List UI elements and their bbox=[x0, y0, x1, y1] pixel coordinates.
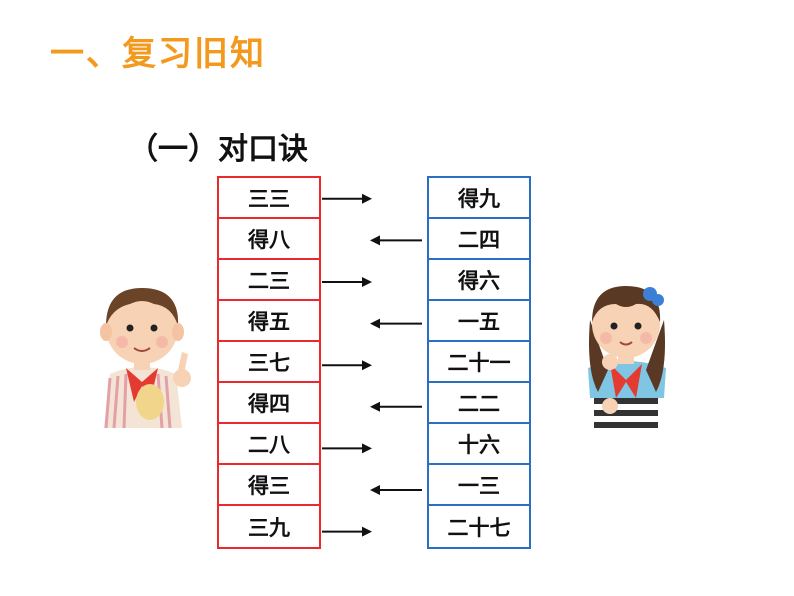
boy-illustration bbox=[100, 288, 191, 429]
left-cell: 得三 bbox=[219, 465, 319, 506]
right-cell: 得九 bbox=[429, 178, 529, 219]
right-cell: 十六 bbox=[429, 424, 529, 465]
arrow-left bbox=[370, 318, 422, 329]
arrow-left bbox=[370, 401, 422, 412]
arrow-right bbox=[322, 360, 372, 371]
arrow-right bbox=[322, 193, 372, 204]
arrow-right bbox=[322, 526, 372, 537]
arrow-left bbox=[370, 235, 422, 246]
left-cell: 二三 bbox=[219, 260, 319, 301]
left-cell: 得五 bbox=[219, 301, 319, 342]
arrow-left bbox=[370, 485, 422, 495]
right-cell: 得六 bbox=[429, 260, 529, 301]
left-cell: 三七 bbox=[219, 342, 319, 383]
girl-illustration bbox=[588, 286, 666, 436]
slide-title: 一、复习旧知 bbox=[50, 34, 266, 74]
left-cell: 二八 bbox=[219, 424, 319, 465]
left-cell: 三九 bbox=[248, 515, 290, 540]
left-cell: 三三 bbox=[219, 178, 319, 219]
arrow-right bbox=[322, 443, 372, 454]
right-cell: 二二 bbox=[429, 383, 529, 424]
right-cell: 二十七 bbox=[447, 515, 511, 540]
right-cell: 一五 bbox=[429, 301, 529, 342]
right-cell: 一三 bbox=[429, 465, 529, 506]
right-column: 得九 二四 得六 一五 二十一 二二 十六 一三 二十七 bbox=[427, 176, 531, 549]
left-cell: 得八 bbox=[219, 219, 319, 260]
arrow-right bbox=[322, 277, 372, 287]
left-column: 三三 得八 二三 得五 三七 得四 二八 得三 三九 bbox=[217, 176, 321, 549]
section-subtitle: （一）对口诀 bbox=[128, 132, 308, 167]
right-cell: 二十一 bbox=[429, 342, 529, 383]
left-cell: 得四 bbox=[219, 383, 319, 424]
right-cell: 二四 bbox=[429, 219, 529, 260]
